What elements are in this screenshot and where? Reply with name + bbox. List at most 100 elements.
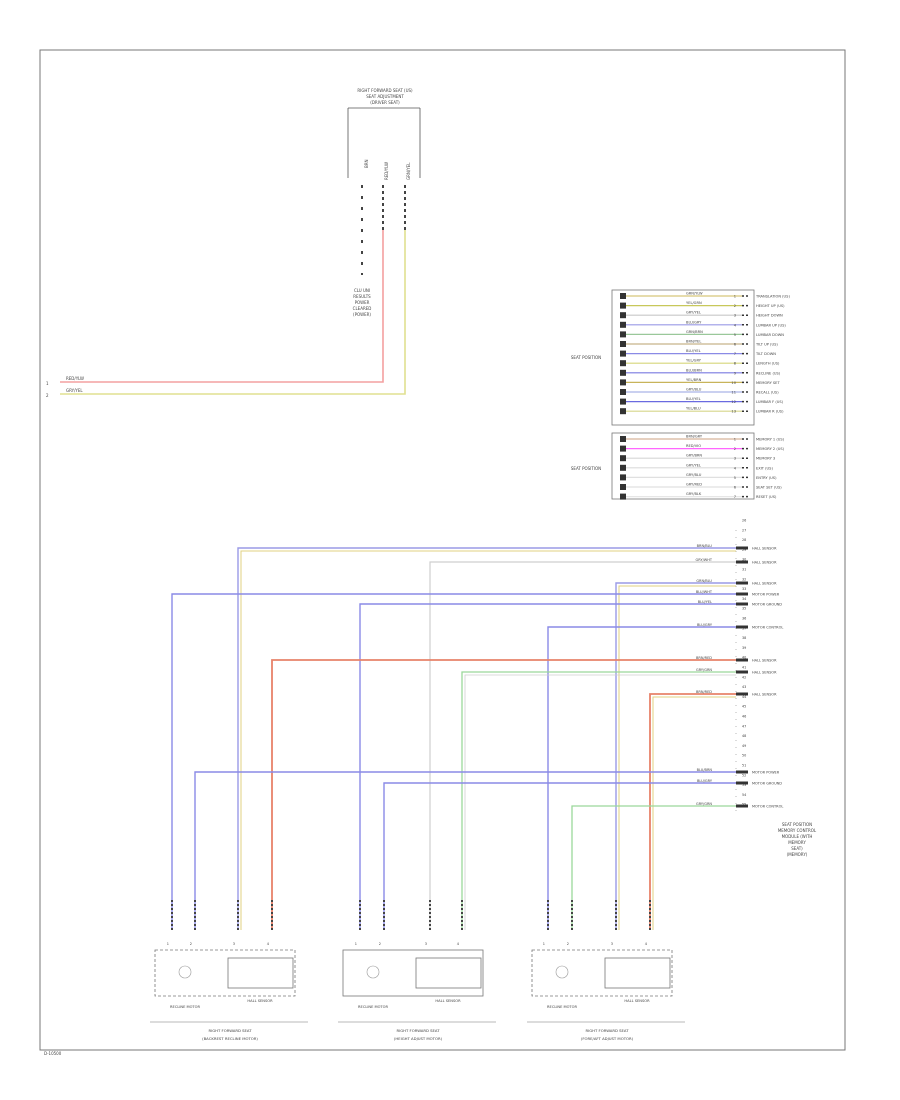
wire-code: YEL/BRN bbox=[686, 378, 702, 382]
left-input-wire-2: GRY/YEL bbox=[66, 388, 83, 393]
pin-stub bbox=[736, 560, 748, 564]
pin-number: 3 bbox=[611, 942, 613, 946]
top-note-2: RESULTS bbox=[353, 294, 371, 299]
module-pin-36: 36 bbox=[742, 617, 746, 621]
motor-icon bbox=[555, 965, 569, 979]
module-pin-53: 53 bbox=[742, 783, 746, 787]
wire-code: GRN/BLU bbox=[696, 579, 712, 583]
connector-terminal bbox=[620, 474, 626, 481]
pin-number: 4 bbox=[645, 942, 648, 946]
function-label: TRANSLATION (US) bbox=[755, 295, 790, 299]
connector-terminal bbox=[620, 360, 626, 367]
module-pin-43: 43 bbox=[742, 685, 746, 689]
connector-terminal bbox=[620, 302, 626, 309]
pin-stub bbox=[736, 670, 748, 674]
top-wires: 1 2 RED/YLW GRY/YEL bbox=[46, 230, 406, 398]
module-pin-31: 31 bbox=[742, 568, 746, 572]
pin-number: 3 bbox=[734, 457, 736, 461]
wire-code: BLU/BRN bbox=[686, 368, 702, 372]
pin-number: 8 bbox=[734, 362, 737, 366]
connector-terminal bbox=[620, 398, 626, 405]
module-pin-30: 30 bbox=[742, 558, 746, 562]
wire-code: BRN/RED bbox=[696, 656, 712, 660]
top-pin-label-3: GRN/YEL bbox=[406, 162, 411, 180]
module-pin-38: 38 bbox=[742, 636, 746, 640]
module-pin-28: 28 bbox=[742, 538, 746, 542]
top-pin-label-2: RED/YLW bbox=[384, 162, 389, 180]
wire-w6 bbox=[547, 626, 736, 930]
top-note-4: CLEARED bbox=[353, 306, 372, 311]
connector-terminal bbox=[620, 350, 626, 357]
pin-number: 10 bbox=[731, 381, 736, 385]
wire-code: BLU/WHT bbox=[696, 590, 713, 594]
function-label: MOTOR GROUND bbox=[752, 782, 782, 786]
wire-code: BRN/BLU bbox=[697, 544, 713, 548]
left-input-pin-2: 2 bbox=[46, 393, 49, 398]
pin-number: 2 bbox=[734, 447, 736, 451]
pin-number: 6 bbox=[734, 486, 737, 490]
wire-code: BLU/YEL bbox=[698, 600, 712, 604]
function-label: LUMBAR R (US) bbox=[756, 410, 784, 414]
pin-number: 3 bbox=[425, 942, 427, 946]
function-label: MOTOR GROUND bbox=[752, 603, 782, 607]
wire-code: BLU/BRN bbox=[697, 768, 713, 772]
module-pin-49: 49 bbox=[742, 744, 746, 748]
wire-w7 bbox=[271, 659, 736, 930]
function-label: MOTOR CONTROL bbox=[752, 626, 783, 630]
wire-w1-inner bbox=[240, 550, 736, 930]
wire-w8-inner bbox=[464, 674, 736, 930]
wire-code: GRY/YEL bbox=[686, 463, 701, 467]
pin-stub bbox=[736, 770, 748, 774]
module-label-1: SEAT POSITION bbox=[782, 822, 812, 827]
function-label: MEMORY 3 bbox=[756, 457, 775, 461]
wire-w5 bbox=[359, 603, 736, 930]
group1-label: SEAT POSITION bbox=[571, 355, 601, 360]
function-label: RECLINE (US) bbox=[756, 371, 781, 375]
pin-number: 2 bbox=[567, 942, 569, 946]
group2-label: SEAT POSITION bbox=[571, 466, 601, 471]
function-label: HALL SENSOR bbox=[752, 693, 777, 697]
component-title-1: RIGHT FORWARD SEAT bbox=[208, 1028, 252, 1033]
module-pin-40: 40 bbox=[742, 656, 746, 660]
function-label: MOTOR CONTROL bbox=[752, 805, 783, 809]
wire-code: GRY/GRN bbox=[696, 802, 712, 806]
pin-number: 4 bbox=[457, 942, 460, 946]
module-pin-33: 33 bbox=[742, 587, 746, 591]
function-label: ENTRY (US) bbox=[756, 476, 777, 480]
sensor-label: HALL SENSOR bbox=[624, 999, 650, 1003]
function-label: LUMBAR DOWN bbox=[756, 333, 784, 337]
pin-number: 1 bbox=[543, 942, 545, 946]
top-note-3: POWER bbox=[355, 300, 370, 305]
wire-code: GRY/BLK bbox=[686, 492, 702, 496]
component-title-2: (FORE/AFT ADJUST MOTOR) bbox=[581, 1036, 634, 1041]
wire-code: YEL/BLU bbox=[686, 407, 701, 411]
pin-number: 7 bbox=[734, 352, 736, 356]
top-pin-label-1: BRN bbox=[364, 159, 369, 168]
wire-code: BRN/GRY bbox=[686, 435, 703, 439]
pin-number: 13 bbox=[731, 410, 736, 414]
function-label: EXIT (US) bbox=[756, 466, 773, 470]
function-label: RESET (US) bbox=[756, 495, 777, 499]
wire-red-ylw bbox=[60, 230, 384, 383]
pin-number: 11 bbox=[731, 391, 736, 395]
pin-number: 5 bbox=[734, 333, 736, 337]
wire-code: GRN/BRN bbox=[686, 330, 703, 334]
wire-code: BLU/YEL bbox=[686, 397, 701, 401]
motor-label: RECLINE MOTOR bbox=[358, 1005, 388, 1009]
pin-number: 1 bbox=[734, 438, 736, 442]
module-label: SEAT POSITION MEMORY CONTROL MODULE (WIT… bbox=[778, 822, 817, 857]
top-connector-title-2: SEAT ADJUSTMENT bbox=[366, 94, 404, 99]
